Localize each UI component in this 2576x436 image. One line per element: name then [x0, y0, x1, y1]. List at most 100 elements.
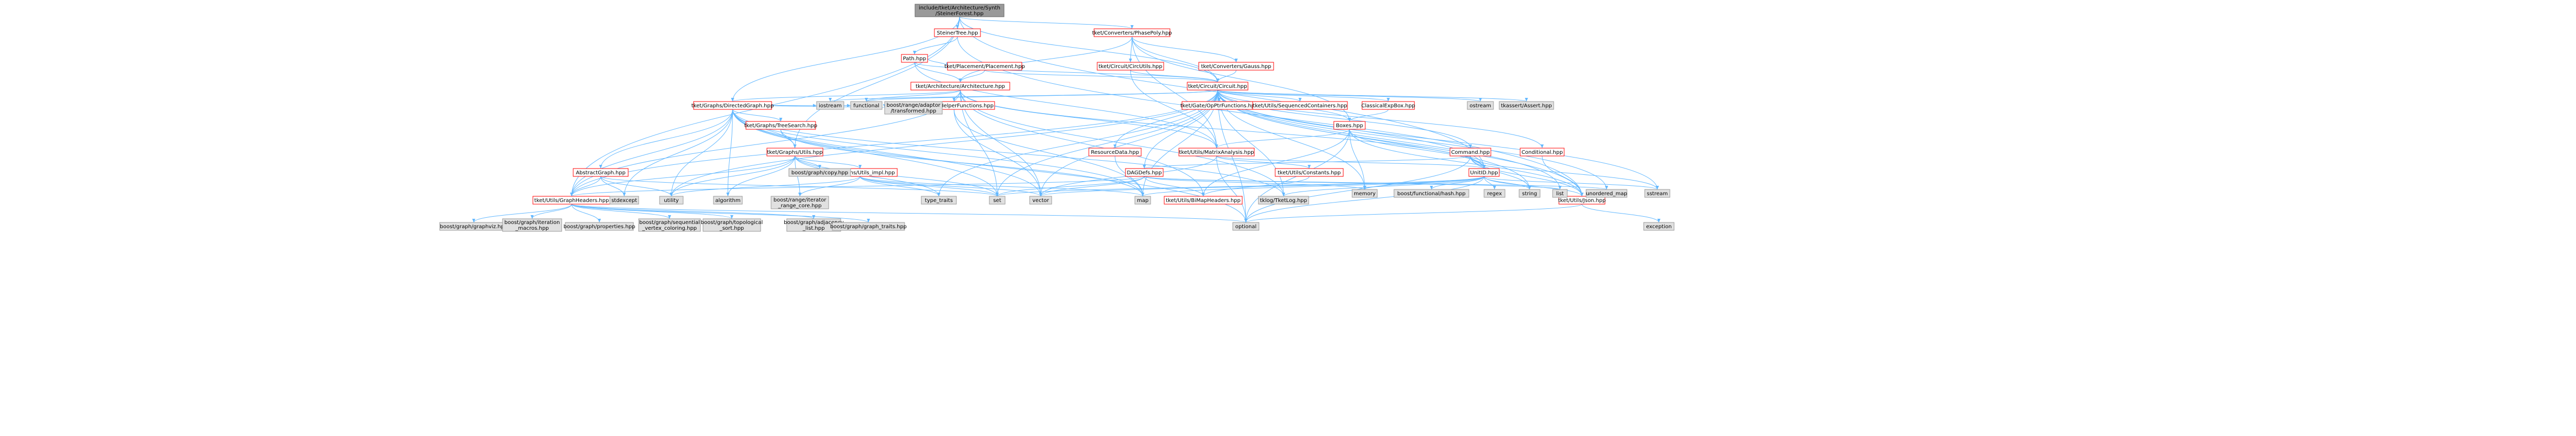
node-placement-box [947, 62, 1022, 71]
node-dagdefs-box [1125, 168, 1164, 177]
edge-circutils-to-circuit [1130, 70, 1219, 83]
node-path[interactable]: Path.hpp [901, 54, 928, 63]
node-adjlist: boost/graph/adjacency_list.hpp [784, 218, 844, 232]
node-boxes[interactable]: Boxes.hpp [1333, 121, 1366, 130]
node-transformed-box [884, 101, 943, 115]
node-boxes-box [1333, 121, 1366, 130]
node-directedgraph[interactable]: tket/Graphs/DirectedGraph.hpp [692, 101, 774, 110]
node-circutils-box [1097, 62, 1164, 71]
edge-architecture-to-functional [865, 90, 961, 102]
node-functional: functional [850, 101, 883, 110]
node-constants[interactable]: tket/Utils/Constants.hpp [1275, 168, 1344, 177]
node-steinertree[interactable]: SteinerTree.hpp [934, 28, 981, 37]
node-ostream-box [1467, 101, 1494, 110]
node-seqcontainers[interactable]: tket/Utils/SequencedContainers.hpp [1252, 101, 1348, 110]
edge-unitid-to-regex [1484, 176, 1496, 190]
node-graphheaders-label: tket/Utils/GraphHeaders.hpp [534, 198, 609, 204]
edge-utilsimpl-to-map [860, 176, 1144, 197]
edge-phasepoly-to-circuit [1132, 36, 1219, 83]
node-gauss-label: tket/Converters/Gauss.hpp [1201, 64, 1271, 70]
node-topsort-label: boost/graph/topological_sort.hpp [701, 220, 763, 231]
node-dagdefs[interactable]: DAGDefs.hpp [1125, 168, 1164, 177]
node-string-box [1519, 189, 1541, 198]
edge-graphsutils-to-utilsimpl [795, 155, 862, 169]
node-circuit[interactable]: tket/Circuit/Circuit.hpp [1187, 82, 1248, 91]
node-list: list [1552, 189, 1568, 198]
node-gauss[interactable]: tket/Converters/Gauss.hpp [1198, 62, 1274, 71]
edge-graphheaders-to-properties [571, 204, 601, 223]
node-treesearch[interactable]: tket/Graphs/TreeSearch.hpp [744, 121, 817, 130]
edge-graphheaders-to-seqvertex [571, 204, 671, 219]
node-boxes-label: Boxes.hpp [1336, 123, 1363, 129]
node-constants-box [1275, 168, 1344, 177]
node-graphtraits-box [832, 222, 905, 231]
node-sstream-label: sstream [1647, 191, 1668, 197]
edge-unitid-to-string [1484, 176, 1531, 190]
node-memory-box [1352, 189, 1378, 198]
node-root[interactable]: include/tket/Architecture/Synth/SteinerF… [915, 4, 1005, 17]
node-tkloglog: tklog/TketLog.hpp [1258, 196, 1309, 205]
node-copy-box [788, 168, 851, 177]
node-unorderedmap-box [1586, 189, 1627, 198]
node-conditional[interactable]: Conditional.hpp [1520, 148, 1565, 156]
node-constants-label: tket/Utils/Constants.hpp [1278, 170, 1341, 176]
edge-circuit-to-tkassert [1217, 90, 1528, 102]
node-funchash: boost/functional/hash.hpp [1393, 189, 1469, 198]
node-classicalexpbox[interactable]: ClassicalExpBox.hpp [1362, 101, 1415, 110]
node-conditional-box [1520, 148, 1565, 156]
node-graphheaders[interactable]: tket/Utils/GraphHeaders.hpp [532, 196, 611, 205]
node-phasepoly[interactable]: tket/Converters/PhasePoly.hpp [1092, 28, 1172, 37]
edge-phasepoly-to-gauss [1132, 36, 1238, 63]
node-bimapheaders[interactable]: tket/Utils/BiMapHeaders.hpp [1164, 196, 1243, 205]
edge-boxes-to-json [1349, 129, 1583, 197]
node-json-label: tket/Utils/Json.hpp [1558, 198, 1605, 204]
edge-directedgraph-to-stdexcept [622, 109, 733, 197]
node-graphsutils[interactable]: tket/Graphs/Utils.hpp [766, 148, 823, 156]
node-copy: boost/graph/copy.hpp [788, 168, 851, 177]
node-transformed-label: boost/range/adaptor/transformed.hpp [887, 103, 941, 114]
node-steinertree-label: SteinerTree.hpp [937, 30, 978, 36]
edge-graphheaders-to-itermacros [530, 204, 572, 219]
node-ostream-label: ostream [1469, 103, 1491, 109]
edge-path-to-matrixanalysis [914, 62, 1218, 149]
edge-dagdefs-to-set [996, 176, 1145, 197]
node-architecture[interactable]: tket/Architecture/Architecture.hpp [910, 82, 1010, 91]
node-list-box [1552, 189, 1568, 198]
edge-abstractgraph-to-utility [600, 176, 673, 197]
node-set-box [989, 196, 1006, 205]
edge-command-to-string [1470, 155, 1531, 190]
node-unitid[interactable]: UnitID.hpp [1468, 168, 1500, 177]
edge-root-to-phasepoly [959, 16, 1134, 29]
node-abstractgraph-label: AbstractGraph.hpp [576, 170, 626, 176]
edge-unitid-to-map [1141, 176, 1485, 197]
node-opptrfunctions[interactable]: tket/Gate/OpPtrFunctions.hpp [1180, 101, 1258, 110]
node-directedgraph-box [693, 101, 772, 110]
node-command[interactable]: Command.hpp [1449, 148, 1491, 156]
node-graphviz: boost/graph/graphviz.hpp [439, 222, 508, 231]
node-sstream-box [1644, 189, 1670, 198]
edge-gauss-to-circuit [1216, 70, 1236, 83]
edge-dagdefs-to-bimapheaders [1144, 176, 1205, 197]
edge-directedgraph-to-abstractgraph [599, 109, 733, 169]
node-resourcedata[interactable]: ResourceData.hpp [1088, 148, 1142, 156]
node-circutils[interactable]: tket/Circuit/CircUtils.hpp [1097, 62, 1164, 71]
node-resourcedata-box [1088, 148, 1142, 156]
edge-utilsimpl-to-set [860, 176, 999, 197]
edge-root-to-unitid [959, 16, 1486, 169]
node-matrixanalysis[interactable]: tket/Utils/MatrixAnalysis.hpp [1178, 148, 1255, 156]
node-abstractgraph[interactable]: AbstractGraph.hpp [573, 168, 629, 177]
node-exception-label: exception [1646, 224, 1672, 230]
node-json[interactable]: tket/Utils/Json.hpp [1558, 196, 1606, 205]
edge-command-to-dagdefs [1143, 155, 1471, 169]
node-opptrfunctions-label: tket/Gate/OpPtrFunctions.hpp [1180, 103, 1258, 109]
node-treesearch-box [745, 121, 816, 130]
edge-conditional-to-json [1542, 155, 1583, 197]
node-ostream: ostream [1467, 101, 1494, 110]
edge-graphheaders-to-optional [571, 204, 1247, 223]
node-resourcedata-label: ResourceData.hpp [1091, 150, 1139, 155]
node-placement[interactable]: tket/Placement/Placement.hpp [944, 62, 1025, 71]
node-optional: optional [1232, 222, 1259, 231]
node-iterrange: boost/range/iterator_range_core.hpp [771, 196, 829, 209]
node-vector-label: vector [1032, 198, 1050, 204]
